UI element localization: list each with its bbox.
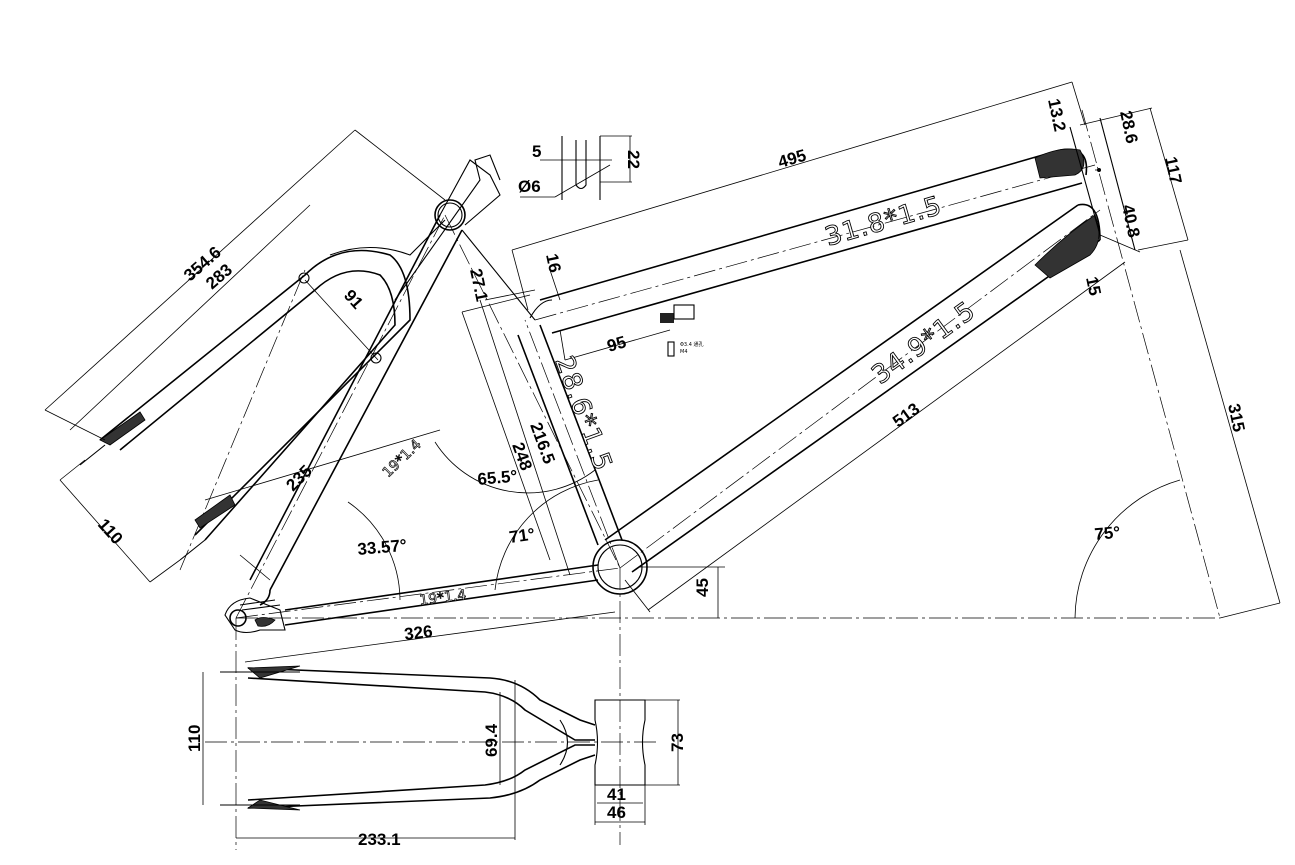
boss-note-1: Φ3.4 通孔 [680, 341, 703, 348]
seat-stays [249, 159, 536, 606]
rear-dropout [224, 597, 286, 634]
dim-detail-slot: 5 [532, 142, 541, 161]
head-tube [1069, 117, 1141, 253]
center-lines [179, 109, 1221, 850]
cable-boss [660, 304, 695, 357]
tube-labels: 31.8*1.5 34.9*1.5 28.6*1.5 19*1.4 19*1.4 [379, 190, 982, 609]
dim-head-tube-top: 13.2 [1044, 97, 1069, 133]
label-seat-stay: 19*1.4 [380, 437, 425, 481]
dimension-lines [44, 81, 1281, 840]
dim-rear-width: 110 [185, 725, 204, 752]
dim-bb-inner: 41 [607, 785, 626, 804]
dim-boss-offset: 95 [605, 332, 628, 355]
angle-arcs [347, 441, 1181, 619]
dim-bb-drop: 45 [693, 578, 712, 597]
dim-bb-outer: 46 [607, 803, 626, 822]
top-tube [539, 148, 1101, 334]
dim-stay-length-plan: 233.1 [358, 830, 401, 849]
dim-seat-stay-angle: 65.5° [477, 467, 519, 489]
dim-head-tube-length: 117 [1161, 155, 1185, 186]
dim-seat-tube-angle: 71° [508, 525, 536, 547]
dim-dropout-width: 110 [94, 515, 126, 548]
plan-view [220, 665, 646, 811]
dim-chain-stay-length: 326 [403, 622, 433, 644]
dim-overall-height: 315 [1224, 402, 1248, 434]
chain-stays [284, 564, 599, 626]
dim-head-tube-diameter: 28.6 [1116, 109, 1141, 145]
down-tube [604, 203, 1101, 573]
dim-down-tube-offset: 15 [1082, 275, 1105, 297]
label-top-tube: 31.8*1.5 [822, 191, 946, 253]
dim-top-tube-length: 495 [776, 146, 809, 172]
label-seat-tube: 28.6*1.5 [548, 352, 617, 475]
dim-seat-stay-bridge: 91 [340, 286, 367, 313]
dim-top-tube-rise: 16 [542, 252, 565, 274]
dim-detail-length: 22 [624, 150, 643, 169]
dim-seat-tube-top: 27.1 [466, 267, 491, 303]
dim-stay-spread: 69.4 [482, 723, 501, 757]
dim-chain-stay-upper: 235 [282, 461, 315, 494]
dim-detail-hole: Ø6 [518, 177, 541, 196]
dim-chain-stay-angle: 33.57° [357, 536, 408, 559]
dim-down-tube-length: 513 [889, 399, 923, 431]
seat-stay-detail [79, 154, 501, 581]
dim-head-tube-angle: 75° [1094, 523, 1121, 544]
slot-detail [520, 135, 632, 200]
dim-head-tube-lower: 40.8 [1118, 203, 1143, 239]
label-chain-stay: 19*1.4 [419, 587, 468, 609]
boss-note-2: M4 [680, 349, 688, 355]
dim-bb-shell-width: 73 [668, 733, 687, 752]
notes: Φ3.4 通孔 M4 [680, 341, 703, 355]
